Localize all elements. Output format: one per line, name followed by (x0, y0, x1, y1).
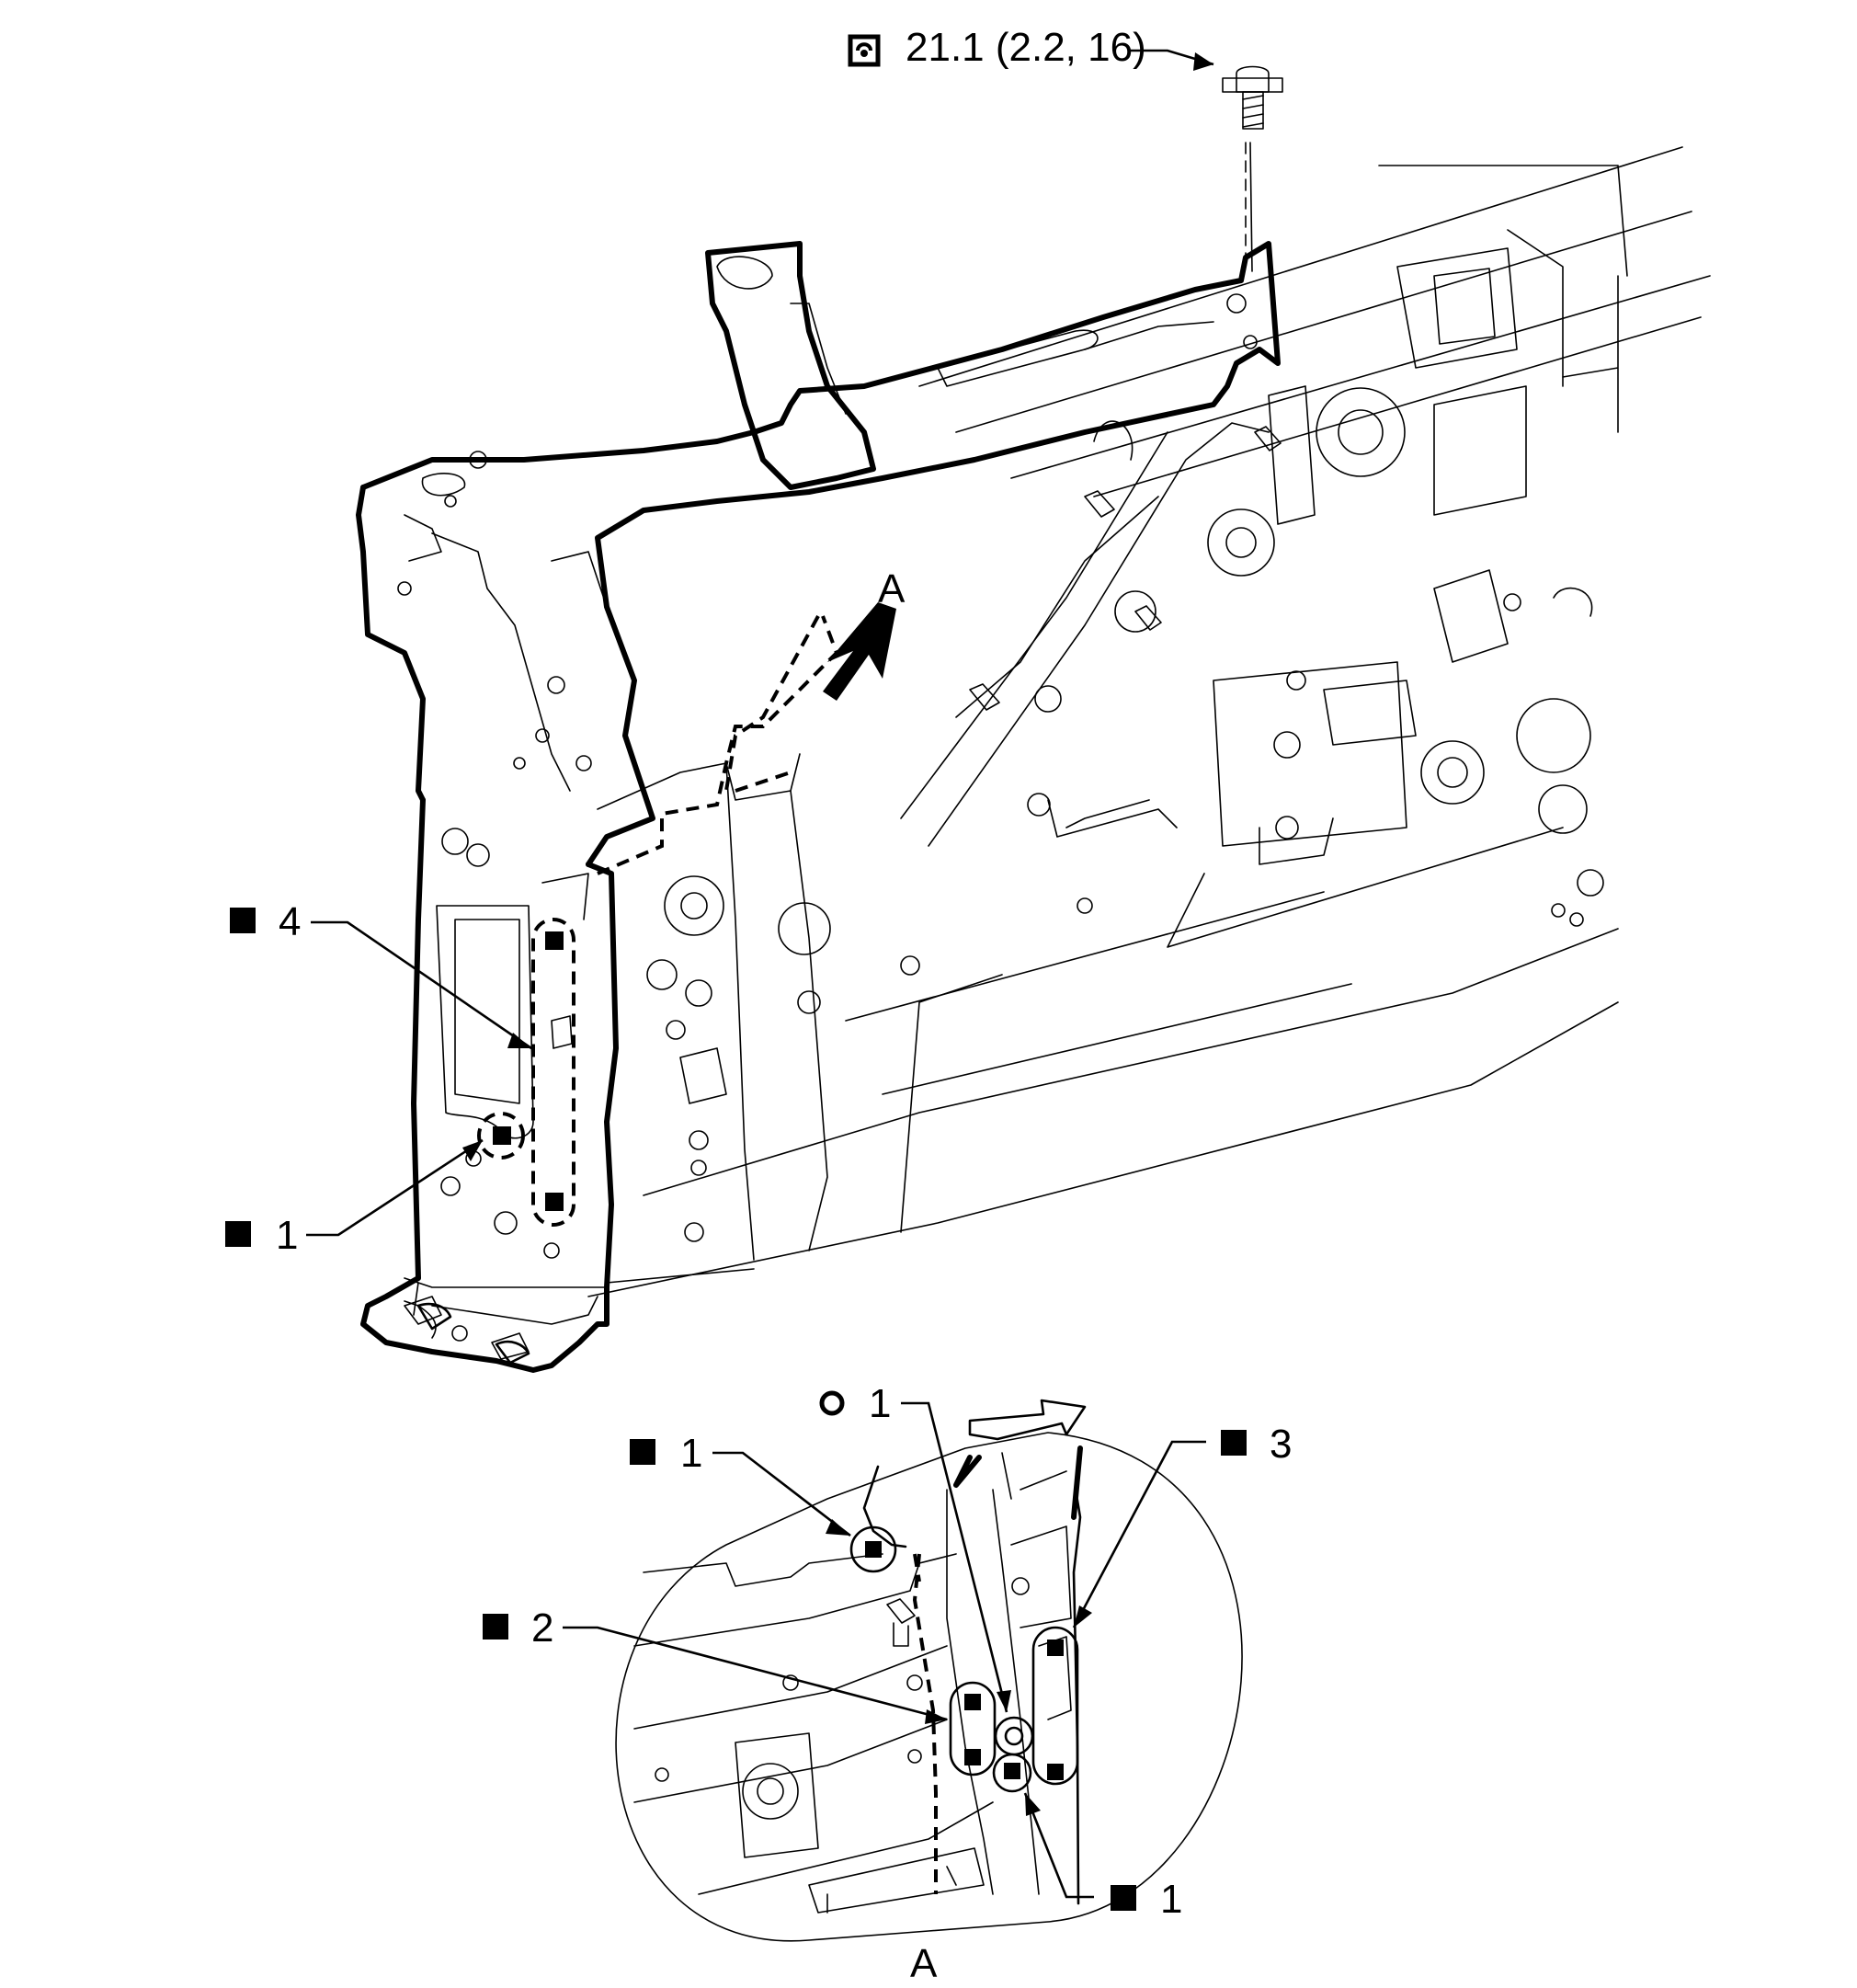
radiator-support-part (356, 241, 1281, 1373)
callout-1-detail-bottom: 1 (1023, 1792, 1182, 1922)
callout-4-number: 4 (279, 899, 301, 944)
torque-wrench-icon (848, 34, 881, 67)
cut-lines (477, 615, 839, 1227)
weld-spot-detail-left-outline (849, 1525, 897, 1573)
detail-view-label: A (910, 1941, 938, 1986)
torque-spec-label: 21.1 (2.2, 16) (906, 25, 1146, 70)
callout-1-circle-number: 1 (869, 1381, 891, 1426)
weld-spot-detail-bottom-outline (992, 1753, 1032, 1793)
detail-view-a: A (615, 1399, 1243, 1986)
callout-1-main: 1 (225, 1138, 484, 1258)
callout-3: 3 (1072, 1422, 1292, 1628)
circle-weld-icon (819, 1390, 845, 1416)
callout-3-number: 3 (1270, 1422, 1292, 1467)
weld-plug-circle (994, 1716, 1034, 1756)
callout-1-main-number: 1 (276, 1213, 298, 1258)
view-arrow-label: A (878, 566, 906, 611)
weld-group-3-outline (1031, 1626, 1079, 1786)
square-weld-icon (230, 908, 256, 933)
square-weld-icon (1221, 1430, 1247, 1456)
callout-2-number: 2 (531, 1605, 553, 1651)
weld-spot-1-outline (477, 1112, 525, 1160)
view-arrow-a: A (823, 566, 906, 701)
callout-1-detail-left: 1 (630, 1431, 851, 1537)
weld-group-4-outline (531, 918, 575, 1227)
callout-1-circle: 1 (819, 1381, 1011, 1713)
weld-group-2-outline (949, 1681, 997, 1777)
square-weld-icon (225, 1221, 251, 1247)
callout-1-detail-bottom-number: 1 (1160, 1877, 1182, 1922)
square-weld-icon (1111, 1885, 1136, 1911)
weld-squares-group-4 (493, 931, 564, 1211)
callout-2: 2 (483, 1605, 948, 1724)
callout-1-detail-left-number: 1 (680, 1431, 702, 1476)
vehicle-body-structure (587, 146, 1711, 1297)
callout-4: 4 (230, 899, 532, 1050)
bolt-and-torque: 21.1 (2.2, 16) (848, 25, 1283, 272)
square-weld-icon (630, 1439, 655, 1465)
square-weld-icon (483, 1614, 508, 1640)
